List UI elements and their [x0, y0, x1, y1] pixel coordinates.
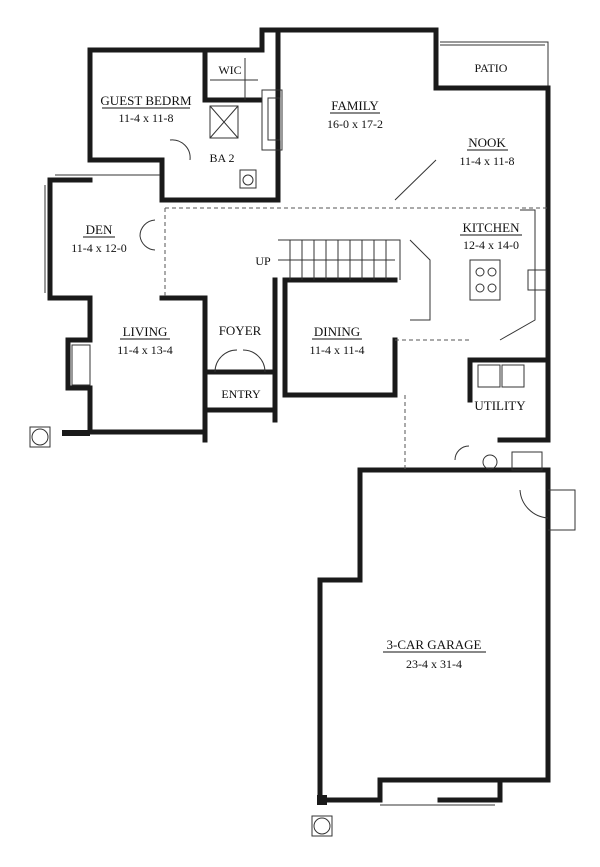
family-label: FAMILY: [331, 98, 379, 113]
entry-label: ENTRY: [221, 387, 261, 401]
living-label: LIVING: [123, 324, 168, 339]
walls: [44, 27, 551, 806]
interior-details: [29, 58, 576, 837]
guest-bedroom-dims: 11-4 x 11-8: [118, 111, 173, 125]
guest-bedroom-label: GUEST BEDRM: [100, 93, 192, 108]
nook-label: NOOK: [468, 135, 506, 150]
den-label: DEN: [86, 222, 113, 237]
utility-label: UTILITY: [474, 398, 526, 413]
kitchen-label: KITCHEN: [462, 220, 520, 235]
garage-label: 3-CAR GARAGE: [387, 637, 482, 652]
nook-dims: 11-4 x 11-8: [459, 154, 514, 168]
stairs: [278, 239, 431, 321]
dining-dims: 11-4 x 11-4: [309, 343, 364, 357]
den-dims: 11-4 x 12-0: [71, 241, 127, 255]
kitchen-dims: 12-4 x 14-0: [463, 238, 519, 252]
foyer-label: FOYER: [219, 323, 262, 338]
garage-dims: 23-4 x 31-4: [406, 657, 462, 671]
room-labels: GUEST BEDRM 11-4 x 11-8 WIC BA 2 FAMILY …: [71, 61, 526, 671]
wic-label: WIC: [218, 63, 241, 77]
stairs-up-label: UP: [255, 254, 271, 268]
bath2-label: BA 2: [209, 151, 234, 165]
patio-label: PATIO: [475, 61, 508, 75]
living-dims: 11-4 x 13-4: [117, 343, 173, 357]
family-dims: 16-0 x 17-2: [327, 117, 383, 131]
dining-label: DINING: [314, 324, 360, 339]
